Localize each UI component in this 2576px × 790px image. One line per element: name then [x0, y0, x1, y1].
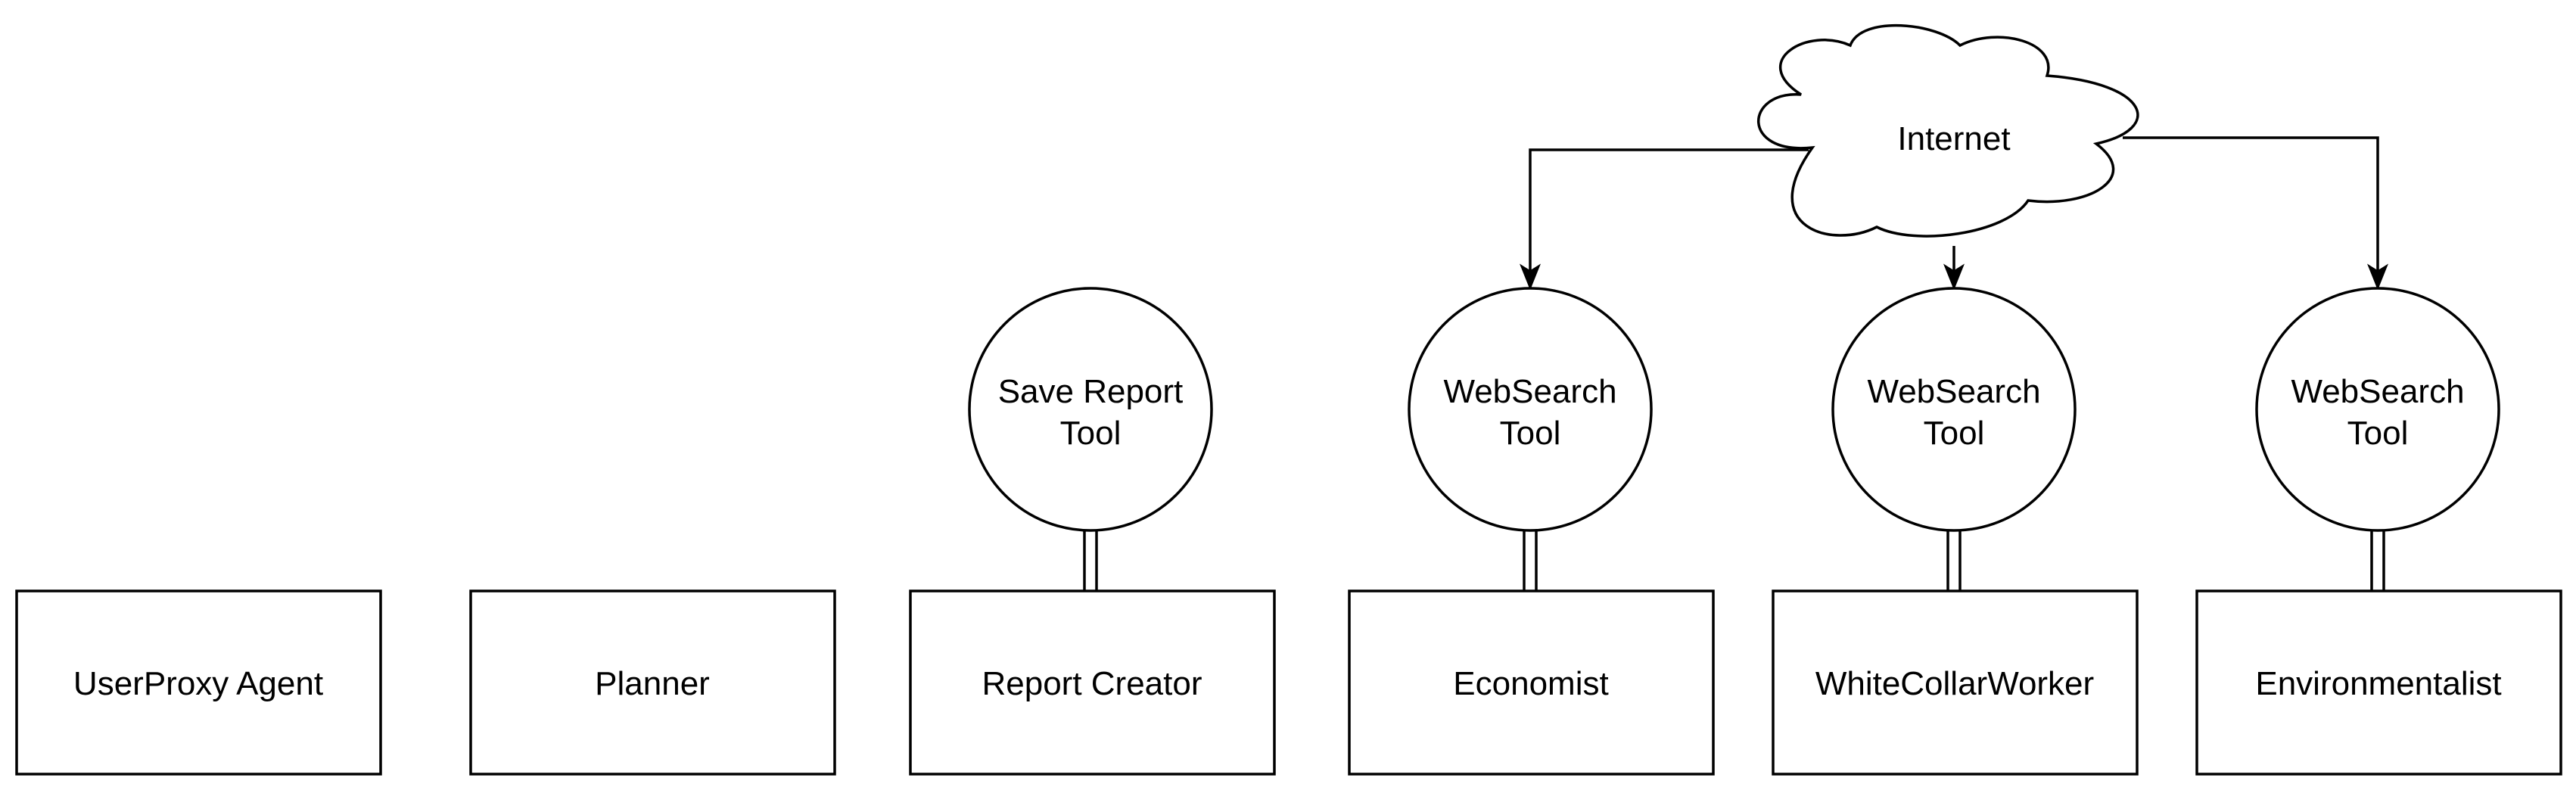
- agent-label: Planner: [595, 665, 710, 702]
- economist-node: Economist: [1348, 589, 1715, 776]
- agent-label: WhiteCollarWorker: [1815, 665, 2094, 702]
- agent-label: Report Creator: [982, 665, 1202, 702]
- internet-label: Internet: [1897, 120, 2010, 157]
- userproxy-agent-node: UserProxy Agent: [15, 589, 382, 776]
- agent-label: Economist: [1453, 665, 1608, 702]
- agent-label: UserProxy Agent: [73, 665, 323, 702]
- whitecollarworker-node: WhiteCollarWorker: [1772, 589, 2139, 776]
- save-report-tool-node: Save Report Tool: [968, 287, 1213, 532]
- connector-whitecollarworker: [1946, 530, 1962, 591]
- connector-environmentalist: [2370, 530, 2385, 591]
- tool-label-line2: Tool: [1060, 415, 1122, 452]
- agent-label: Environmentalist: [2255, 665, 2501, 702]
- arrow-internet-to-environmentalist-tool: [2123, 136, 2388, 291]
- tool-label-line1: WebSearch: [1867, 373, 2040, 410]
- websearch-tool-economist-node: WebSearch Tool: [1408, 287, 1653, 532]
- tool-label-line1: Save Report: [998, 373, 1184, 410]
- planner-node: Planner: [469, 589, 836, 776]
- tool-label-line1: WebSearch: [2291, 373, 2464, 410]
- tool-label-line2: Tool: [1924, 415, 1985, 452]
- internet-cloud: Internet: [1757, 24, 2139, 238]
- arrow-internet-to-economist-tool: [1520, 148, 1809, 291]
- tool-label-line2: Tool: [1500, 415, 1561, 452]
- websearch-tool-environmentalist-node: WebSearch Tool: [2255, 287, 2500, 532]
- environmentalist-node: Environmentalist: [2195, 589, 2562, 776]
- connector-report-creator: [1083, 530, 1098, 591]
- websearch-tool-whitecollar-node: WebSearch Tool: [1831, 287, 2077, 532]
- connector-economist: [1523, 530, 1538, 591]
- report-creator-node: Report Creator: [909, 589, 1276, 776]
- tool-label-line1: WebSearch: [1443, 373, 1616, 410]
- tool-label-line2: Tool: [2347, 415, 2409, 452]
